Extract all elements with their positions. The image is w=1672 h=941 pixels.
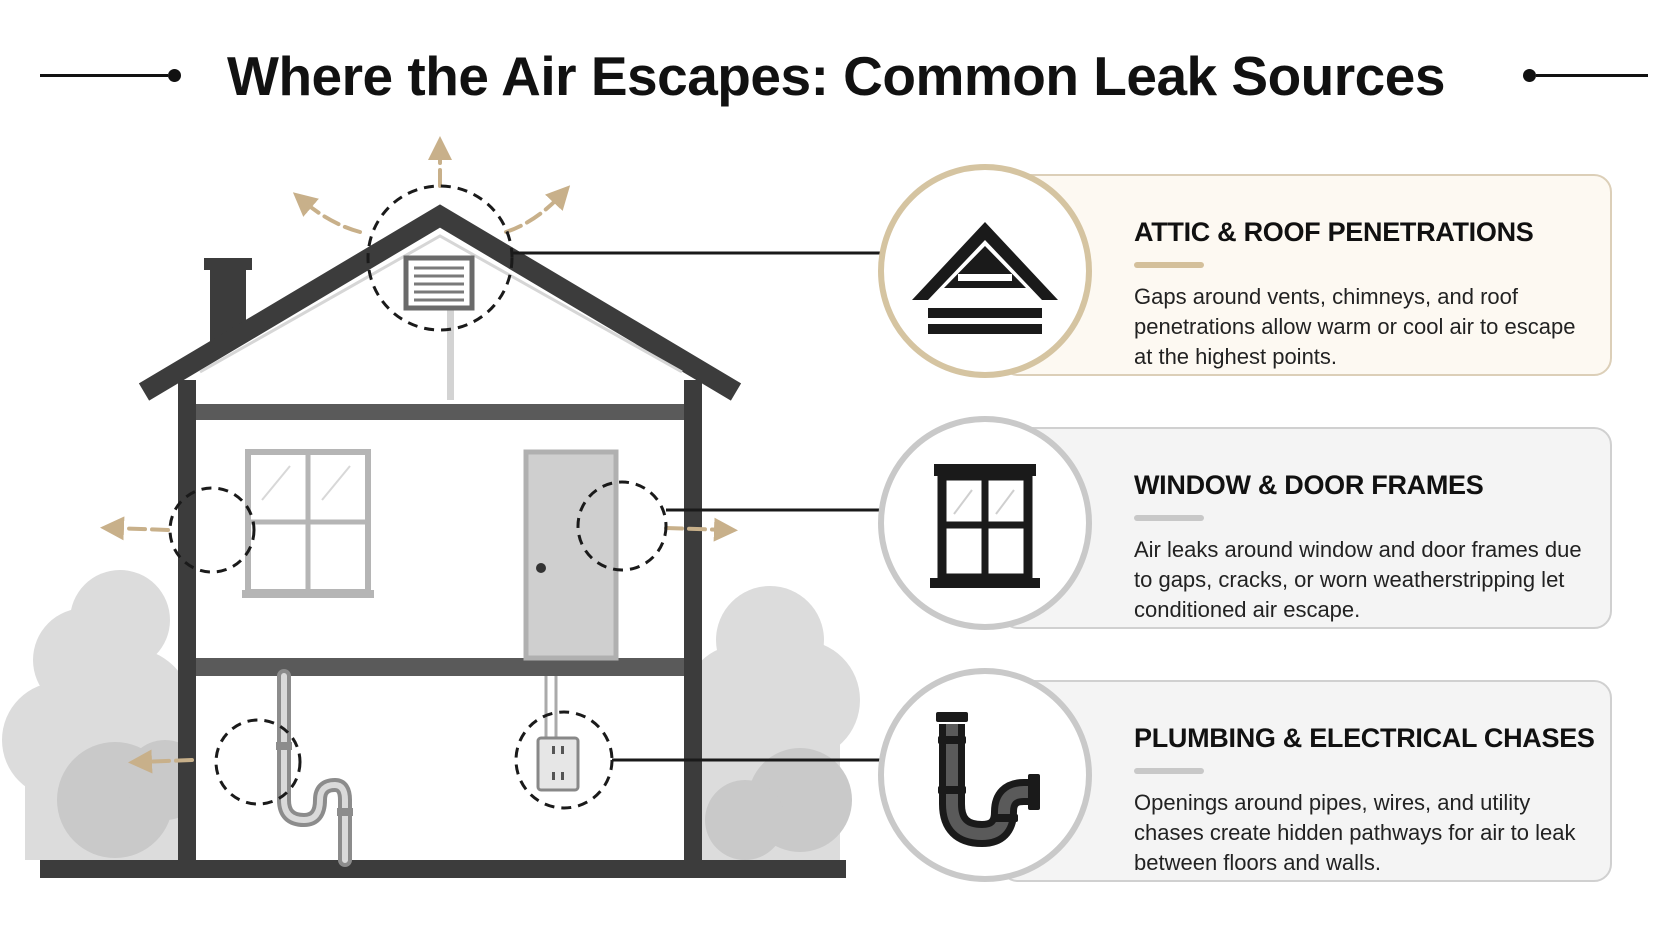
leak-circle-door	[576, 480, 668, 572]
card-title: ATTIC & ROOF PENETRATIONS	[1134, 217, 1534, 247]
roof	[138, 204, 742, 401]
window-icon	[878, 416, 1092, 630]
house-pipe	[276, 669, 353, 867]
card-divider	[1134, 262, 1204, 268]
card-title: WINDOW & DOOR FRAMES	[1134, 470, 1484, 500]
card-description: Gaps around vents, chimneys, and roof pe…	[1134, 284, 1576, 369]
bushes-right	[685, 586, 860, 860]
leak-circle-attic	[366, 184, 514, 332]
house-door	[523, 449, 619, 661]
attic-vent-icon	[878, 164, 1092, 378]
leak-circle-window	[168, 486, 256, 574]
title-dot-right	[1523, 69, 1536, 82]
page-title: Where the Air Escapes: Common Leak Sourc…	[227, 45, 1445, 107]
title-dot-left	[168, 69, 181, 82]
title-line-left	[40, 74, 168, 77]
card-divider	[1134, 768, 1204, 774]
leak-circle-pipe	[214, 718, 302, 806]
wall-right	[684, 380, 702, 864]
connector-lines	[512, 251, 880, 762]
card-title: PLUMBING & ELECTRICAL CHASES	[1134, 723, 1595, 753]
wall-left	[178, 380, 196, 864]
ground	[40, 860, 846, 878]
leak-arrows	[100, 136, 738, 774]
house-outlet	[536, 676, 580, 792]
pipe-icon	[878, 668, 1092, 882]
source-card-window-door: WINDOW & DOOR FRAMES Air leaks around wi…	[1000, 427, 1612, 629]
title-line-right	[1536, 74, 1648, 77]
card-description: Openings around pipes, wires, and utilit…	[1134, 790, 1576, 875]
bushes-left	[2, 570, 205, 860]
source-card-plumbing-electrical: PLUMBING & ELECTRICAL CHASES Openings ar…	[1000, 680, 1612, 882]
first-floor	[196, 658, 684, 676]
source-card-attic: ATTIC & ROOF PENETRATIONS Gaps around ve…	[1000, 174, 1612, 376]
card-description: Air leaks around window and door frames …	[1134, 537, 1582, 622]
card-divider	[1134, 515, 1204, 521]
attic-floor	[196, 404, 684, 420]
house-window	[242, 449, 374, 598]
attic-vent	[403, 255, 475, 311]
